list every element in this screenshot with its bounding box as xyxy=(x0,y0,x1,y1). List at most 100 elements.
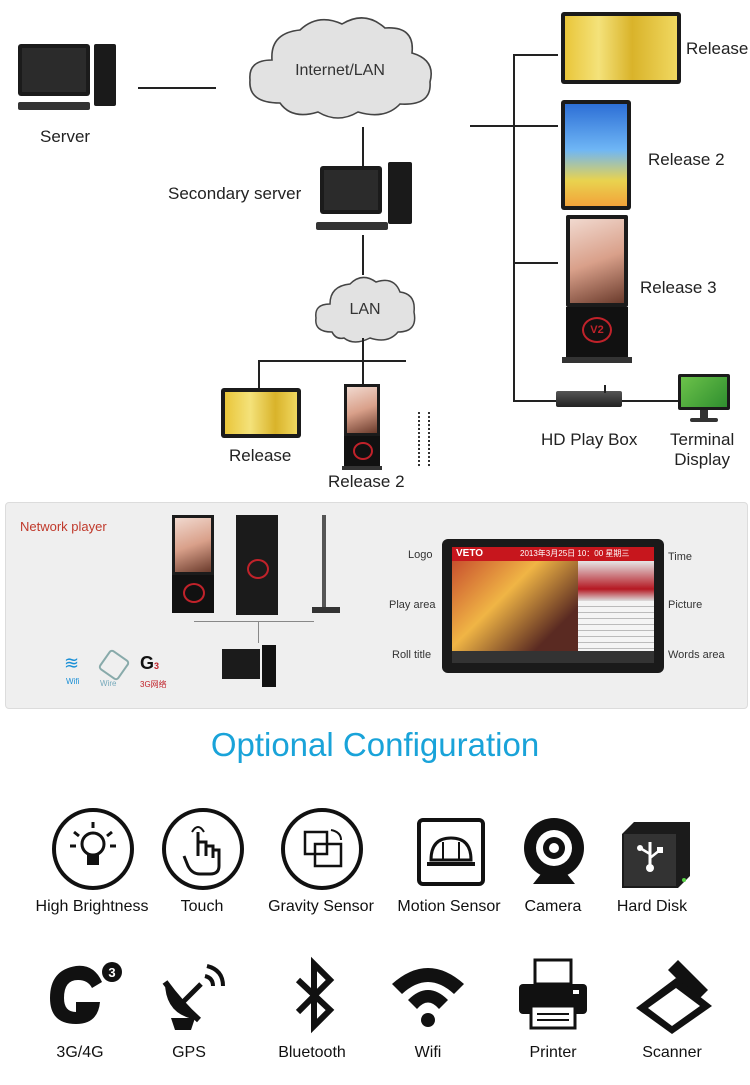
wifi-small-label: Wifi xyxy=(66,677,80,686)
wire-small-label: Wire xyxy=(100,679,117,688)
feature-wifi: Wifi xyxy=(368,952,488,1062)
release2-display xyxy=(561,100,631,210)
screen-picture-area xyxy=(578,561,654,601)
feature-touch: Touch xyxy=(142,806,262,916)
network-player-title: Network player xyxy=(20,519,107,534)
terminal-display-label-text: Terminal Display xyxy=(670,430,735,469)
connector-playbox xyxy=(513,400,558,402)
feature-gps: GPS xyxy=(129,952,249,1062)
release-label: Release xyxy=(686,39,749,58)
network-player-panel: Network player ≋ Wifi Wire G3 3G网络 Logo … xyxy=(5,502,748,709)
feature-label: Bluetooth xyxy=(278,1044,346,1061)
bottom-release2-kiosk xyxy=(342,384,382,470)
connector-release1 xyxy=(513,54,558,56)
wifi-small-icon: ≋ xyxy=(64,653,80,673)
player-computer xyxy=(222,645,278,691)
feature-label: Printer xyxy=(529,1044,577,1061)
feature-scanner: Scanner xyxy=(612,952,732,1062)
connector-bus-release2 xyxy=(362,360,364,384)
secondary-tower xyxy=(388,162,412,224)
server-label: Server xyxy=(40,127,91,146)
svg-text:3: 3 xyxy=(108,965,115,980)
play-area-callout: Play area xyxy=(389,599,436,611)
hard-disk-icon xyxy=(610,806,694,890)
screen-brand: VETO xyxy=(456,548,484,559)
3g-small-icon: G3 xyxy=(140,653,160,673)
terminal-display-device xyxy=(678,374,730,424)
feature-bluetooth: Bluetooth xyxy=(252,952,372,1062)
feature-printer: Printer xyxy=(493,952,613,1062)
secondary-server-computer xyxy=(316,162,416,234)
server-keyboard xyxy=(18,102,90,110)
feature-label: Motion Sensor xyxy=(397,898,501,915)
internet-cloud-label: Internet/LAN xyxy=(295,62,385,79)
feature-label: Camera xyxy=(524,898,582,915)
bottom-release-display xyxy=(221,388,301,438)
motion-sensor-icon xyxy=(407,806,491,890)
feature-label: Gravity Sensor xyxy=(268,898,374,915)
bluetooth-icon xyxy=(270,952,354,1036)
picture-callout: Picture xyxy=(668,599,703,611)
player-front-kiosk xyxy=(172,515,214,613)
screen-date: 2013年3月25日 10：00 星期三 xyxy=(520,549,630,558)
feature-high-brightness: High Brightness xyxy=(32,806,152,916)
logo-callout: Logo xyxy=(408,549,433,561)
secondary-keyboard xyxy=(316,222,388,230)
feature-label: High Brightness xyxy=(35,898,149,915)
gps-dish-icon xyxy=(147,952,231,1036)
server-computer xyxy=(18,44,118,116)
secondary-server-label: Secondary server xyxy=(168,184,302,203)
wire-small-icon xyxy=(97,648,131,682)
server-monitor xyxy=(18,44,90,96)
terminal-display-label: Terminal Display xyxy=(670,430,734,470)
connector-cloud-right xyxy=(470,125,515,127)
3g-icon: 3 xyxy=(38,952,122,1036)
feature-3g4g: 3 3G/4G xyxy=(20,952,140,1062)
release3-kiosk: V2 xyxy=(562,215,632,363)
connector-bus xyxy=(258,360,406,362)
hd-play-box-device xyxy=(556,385,622,411)
connector-release3 xyxy=(513,262,558,264)
lan-cloud-label: LAN xyxy=(349,301,381,318)
feature-motion-sensor: Motion Sensor xyxy=(389,806,509,916)
more-devices-dots xyxy=(418,412,430,466)
feature-camera: Camera xyxy=(493,806,613,916)
screen-header-bar: VETO 2013年3月25日 10：00 星期三 xyxy=(452,547,654,561)
connector-release2 xyxy=(513,125,558,127)
release3-v2-logo: V2 xyxy=(582,317,612,343)
bottom-release-label: Release xyxy=(229,446,292,465)
gravity-sensor-icon xyxy=(279,806,363,890)
feature-label: Touch xyxy=(180,898,224,915)
player-connector xyxy=(194,621,314,622)
bottom-release2-label: Release 2 xyxy=(328,472,405,491)
time-callout: Time xyxy=(668,551,693,563)
hd-play-box-label: HD Play Box xyxy=(541,430,638,449)
server-tower xyxy=(94,44,116,106)
roll-title-callout: Roll title xyxy=(392,649,432,661)
3g-small-label: 3G网络 xyxy=(140,680,167,689)
connector-secondary-lan xyxy=(362,235,364,275)
screen-play-area xyxy=(452,561,578,651)
release-display xyxy=(561,12,681,84)
screen-words-area xyxy=(578,601,654,651)
screen-roll-title xyxy=(452,651,654,663)
connector-lan-bus xyxy=(362,338,364,362)
release2-label: Release 2 xyxy=(648,150,725,169)
bulb-icon xyxy=(50,806,134,890)
lan-cloud xyxy=(315,276,416,343)
wifi-icon xyxy=(386,952,470,1036)
connector-bus-release xyxy=(258,360,260,388)
player-back-kiosk xyxy=(236,515,278,615)
secondary-monitor xyxy=(320,166,382,214)
connector-trunk-vertical xyxy=(513,54,515,402)
feature-label: Scanner xyxy=(642,1044,702,1061)
feature-label: GPS xyxy=(172,1044,206,1061)
feature-label: 3G/4G xyxy=(56,1044,104,1061)
words-area-callout: Words area xyxy=(668,649,725,661)
player-side-kiosk xyxy=(312,515,340,615)
feature-label: Hard Disk xyxy=(616,898,688,915)
layout-demo-screen: VETO 2013年3月25日 10：00 星期三 xyxy=(442,539,664,673)
connector-cloud-secondary xyxy=(362,127,364,167)
player-connector-v xyxy=(258,621,259,643)
release3-label: Release 3 xyxy=(640,278,717,297)
